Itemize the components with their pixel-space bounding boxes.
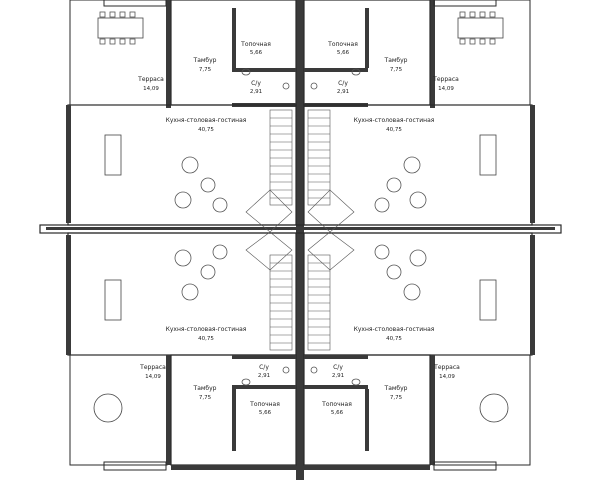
room-area-kitchen-tr: 40,75 bbox=[386, 127, 402, 133]
room-area-terrace-br: 14,09 bbox=[439, 374, 455, 380]
room-area-kitchen-bl: 40,75 bbox=[198, 336, 214, 342]
room-area-su-br: 2,91 bbox=[332, 373, 344, 379]
room-name-topochnaya-tr: Топочная bbox=[327, 41, 358, 48]
room-area-terrace-tl: 14,09 bbox=[143, 86, 159, 92]
room-name-su-tr: С/у bbox=[338, 80, 348, 87]
room-name-su-tl: С/у bbox=[251, 80, 261, 87]
room-name-tambur-bl: Тамбур bbox=[193, 385, 217, 392]
room-name-terrace-tr: Терраса bbox=[432, 76, 459, 83]
room-area-tambur-tl: 7,75 bbox=[199, 67, 212, 73]
walls bbox=[39, 0, 562, 480]
room-area-su-tl: 2,91 bbox=[250, 89, 262, 95]
room-name-kitchen-bl: Кухня-столовая-гостиная bbox=[166, 326, 247, 333]
room-area-su-bl: 2,91 bbox=[258, 373, 270, 379]
stairs bbox=[245, 109, 355, 351]
room-name-terrace-tl: Терраса bbox=[137, 76, 164, 83]
room-name-topochnaya-bl: Топочная bbox=[249, 401, 280, 408]
room-area-kitchen-br: 40,75 bbox=[386, 336, 402, 342]
room-name-topochnaya-br: Топочная bbox=[321, 401, 352, 408]
room-name-kitchen-tl: Кухня-столовая-гостиная bbox=[166, 117, 247, 124]
room-name-su-bl: С/у bbox=[259, 364, 269, 371]
room-area-su-tr: 2,91 bbox=[337, 89, 349, 95]
room-labels: Терраса 14,09 Тамбур 7,75 Топочная 5,66 … bbox=[137, 41, 460, 416]
room-area-topochnaya-bl: 5,66 bbox=[259, 410, 272, 416]
room-area-tambur-tr: 7,75 bbox=[390, 67, 403, 73]
room-name-terrace-bl: Терраса bbox=[139, 364, 166, 371]
room-area-tambur-br: 7,75 bbox=[390, 395, 403, 401]
room-area-kitchen-tl: 40,75 bbox=[198, 127, 214, 133]
room-name-tambur-br: Тамбур bbox=[384, 385, 408, 392]
room-area-topochnaya-tl: 5,66 bbox=[250, 50, 263, 56]
room-area-topochnaya-br: 5,66 bbox=[331, 410, 344, 416]
room-name-kitchen-br: Кухня-столовая-гостиная bbox=[354, 326, 435, 333]
room-area-terrace-bl: 14,09 bbox=[145, 374, 161, 380]
room-name-terrace-br: Терраса bbox=[433, 364, 460, 371]
room-name-kitchen-tr: Кухня-столовая-гостиная bbox=[354, 117, 435, 124]
room-name-tambur-tl: Тамбур bbox=[193, 57, 217, 64]
room-name-su-br: С/у bbox=[333, 364, 343, 371]
room-area-terrace-tr: 14,09 bbox=[438, 86, 454, 92]
room-area-tambur-bl: 7,75 bbox=[199, 395, 212, 401]
room-area-topochnaya-tr: 5,66 bbox=[337, 50, 350, 56]
room-name-topochnaya-tl: Топочная bbox=[240, 41, 271, 48]
furniture bbox=[93, 11, 509, 423]
room-name-tambur-tr: Тамбур bbox=[384, 57, 408, 64]
